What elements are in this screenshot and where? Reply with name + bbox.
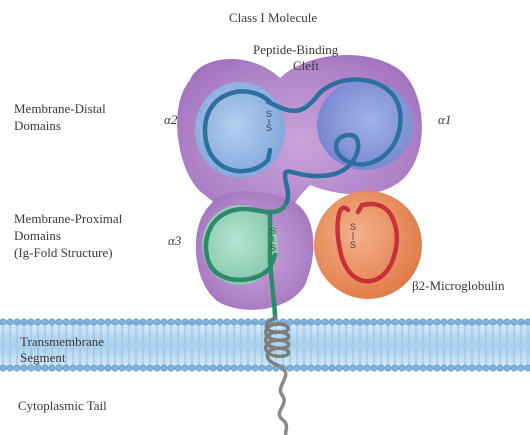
peptide-cleft-label-2: Cleft (293, 58, 319, 73)
svg-text:S: S (270, 243, 276, 253)
proximal-label-2: Domains (14, 228, 61, 243)
svg-text:S: S (350, 222, 356, 232)
distal-label-2: Domains (14, 118, 61, 133)
alpha3-label: α3 (168, 233, 182, 248)
title: Class I Molecule (229, 10, 317, 25)
svg-text:S: S (266, 123, 272, 133)
proximal-label-3: (Ig-Fold Structure) (14, 245, 113, 260)
svg-text:S: S (350, 240, 356, 250)
peptide-cleft-label-1: Peptide-Binding (253, 42, 339, 57)
svg-text:S: S (266, 109, 272, 119)
alpha2-label: α2 (164, 112, 178, 127)
transmembrane-label-1: Transmembrane (20, 334, 104, 349)
svg-text:S: S (270, 226, 276, 236)
proximal-label-1: Membrane-Proximal (14, 211, 123, 226)
cytoplasmic-tail-label: Cytoplasmic Tail (18, 398, 107, 413)
transmembrane-label-2: Segment (20, 350, 66, 365)
b2m-label: β2-Microglobulin (412, 278, 505, 293)
alpha1-label: α1 (438, 112, 451, 127)
distal-label-1: Membrane-Distal (14, 101, 106, 116)
